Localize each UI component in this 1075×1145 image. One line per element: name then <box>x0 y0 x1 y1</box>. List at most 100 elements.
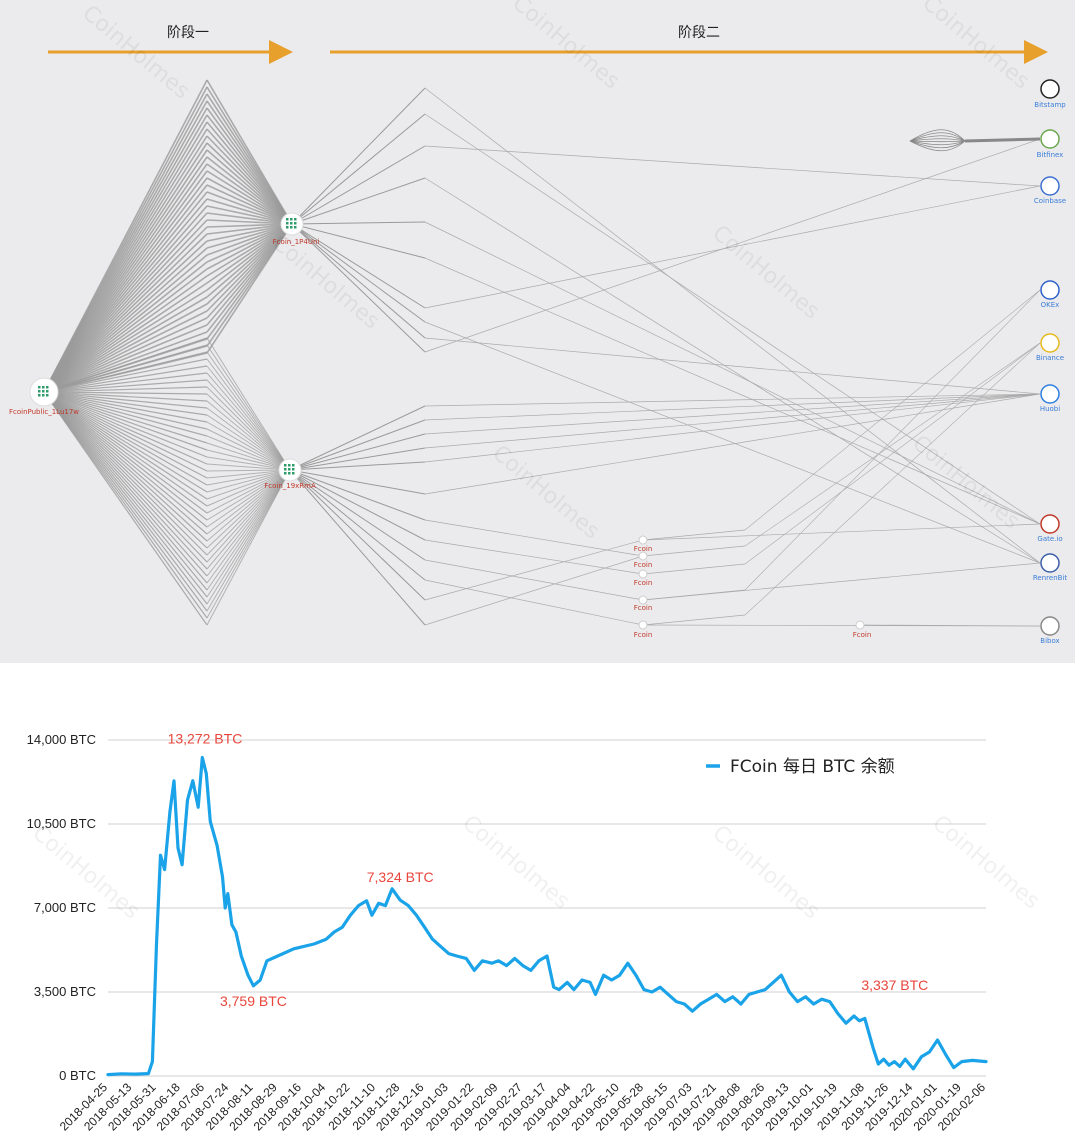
edge <box>291 145 426 225</box>
edge <box>43 324 208 393</box>
edge <box>206 469 291 612</box>
edge <box>289 447 426 471</box>
exchange-label-huobi: Huobi <box>1039 405 1061 413</box>
edge <box>289 469 426 521</box>
edge <box>43 391 208 542</box>
edge <box>424 221 1041 525</box>
edge <box>424 257 1041 525</box>
exchange-label-bitstamp: Bitstamp <box>1034 101 1066 109</box>
edge <box>909 140 966 143</box>
edge <box>43 379 208 393</box>
hub-dot <box>284 468 287 471</box>
stage-one-label: 阶段一 <box>167 25 209 41</box>
edge <box>744 342 1041 565</box>
edge <box>206 407 291 471</box>
edge <box>43 391 208 493</box>
edge <box>424 185 1041 309</box>
edge <box>289 461 426 471</box>
hub-dot <box>294 222 297 225</box>
hub-dot <box>284 464 287 467</box>
edge <box>43 247 208 393</box>
exchange-icon <box>1040 79 1060 99</box>
edge <box>206 469 291 570</box>
edge <box>909 140 966 149</box>
edge <box>206 469 291 521</box>
edge <box>206 421 291 471</box>
edge <box>206 205 293 225</box>
edge <box>43 391 208 605</box>
fcoin-node-icon <box>638 535 648 545</box>
edges <box>43 79 1041 627</box>
edge <box>206 469 291 577</box>
edge <box>43 391 208 591</box>
edge <box>206 219 293 225</box>
edge <box>43 391 208 521</box>
edge <box>43 289 208 393</box>
exchange-icon <box>1040 333 1060 353</box>
edge <box>43 303 208 393</box>
edge <box>206 163 293 225</box>
flow-diagram: 阶段一 阶段二 FcoinPublic_1Lu17w Fcoin_1P4Uni … <box>0 0 1075 663</box>
exchange-icon <box>1040 616 1060 636</box>
fcoin-node-icon <box>638 620 648 630</box>
edge <box>206 449 291 471</box>
edge <box>206 156 293 225</box>
edge <box>206 469 291 598</box>
y-tick-label: 7,000 BTC <box>34 900 96 915</box>
hub-dot <box>46 390 49 393</box>
edge <box>206 184 293 225</box>
edge <box>43 391 208 598</box>
edge <box>43 372 208 393</box>
hub-dot <box>286 222 289 225</box>
edge <box>43 391 208 584</box>
edge <box>43 391 208 465</box>
hub-dot <box>42 390 45 393</box>
edge <box>206 223 293 284</box>
edge <box>206 393 291 471</box>
edge <box>206 469 291 500</box>
series-line <box>106 755 988 1077</box>
exchange-label-okex: OKEx <box>1040 301 1060 309</box>
edge <box>206 223 293 270</box>
edge <box>424 393 1041 449</box>
edge <box>43 391 208 423</box>
exchange-label-binance: Binance <box>1035 354 1065 362</box>
hub-dot <box>290 218 293 221</box>
edge <box>43 391 208 528</box>
edge <box>206 469 291 549</box>
edge <box>43 391 208 626</box>
hub-mid2-label: Fcoin_19xRmA <box>264 482 316 490</box>
hub-dot <box>288 464 291 467</box>
edge <box>43 268 208 393</box>
edge <box>43 317 208 393</box>
edge <box>43 391 208 458</box>
edge <box>43 391 208 535</box>
edge <box>43 391 208 402</box>
edge <box>206 469 291 528</box>
edge <box>43 282 208 393</box>
edge <box>206 142 293 225</box>
edge <box>291 113 426 225</box>
exchange-icon <box>1040 176 1060 196</box>
edge <box>43 275 208 393</box>
edge <box>206 344 291 471</box>
edge <box>206 456 291 471</box>
edge <box>206 223 293 263</box>
edge <box>642 562 1041 601</box>
edge <box>424 321 1041 564</box>
edge <box>424 87 1041 564</box>
edge <box>206 372 291 471</box>
edge <box>291 223 426 353</box>
hub-dot <box>286 218 289 221</box>
edge <box>43 391 208 437</box>
edge <box>43 391 208 409</box>
edge <box>206 223 293 298</box>
edge <box>289 469 426 561</box>
data-label: 7,324 BTC <box>367 869 434 885</box>
exchange-icon <box>1040 514 1060 534</box>
edge <box>43 240 208 393</box>
edge <box>206 358 291 471</box>
edge <box>43 391 208 479</box>
edge <box>291 223 426 339</box>
edge <box>289 433 426 471</box>
